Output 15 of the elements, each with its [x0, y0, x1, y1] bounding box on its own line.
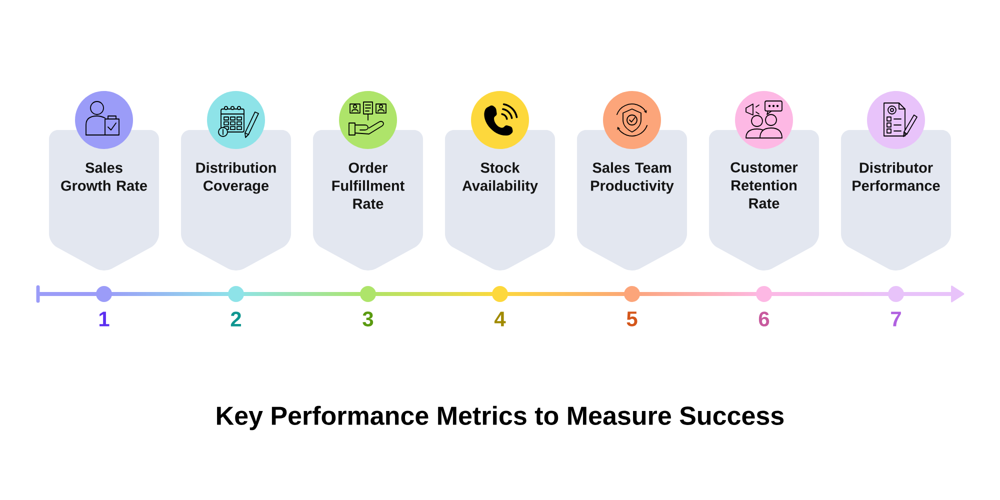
step-number: 3 — [362, 312, 374, 326]
step-number: 2 — [230, 312, 242, 326]
pointed-card: Customer Retention Rate — [709, 130, 819, 270]
pointed-card: Order Fulfillment Rate — [313, 130, 423, 270]
pointed-card: Sales Team Productivity — [577, 130, 687, 270]
pointed-card: Distribution Coverage — [181, 130, 291, 270]
step-number: 4 — [494, 312, 506, 326]
step-number: 5 — [626, 312, 638, 326]
pointed-card: Stock Availability — [445, 130, 555, 270]
step-number: 6 — [758, 312, 770, 326]
step-number: 7 — [891, 312, 901, 326]
title: Key Performance Metrics to Measure Success — [217, 406, 784, 430]
pointed-card: Sales Growth Rate — [49, 130, 159, 270]
step-number: 1 — [100, 312, 110, 326]
pointed-card: Distributor Performance — [841, 130, 951, 270]
